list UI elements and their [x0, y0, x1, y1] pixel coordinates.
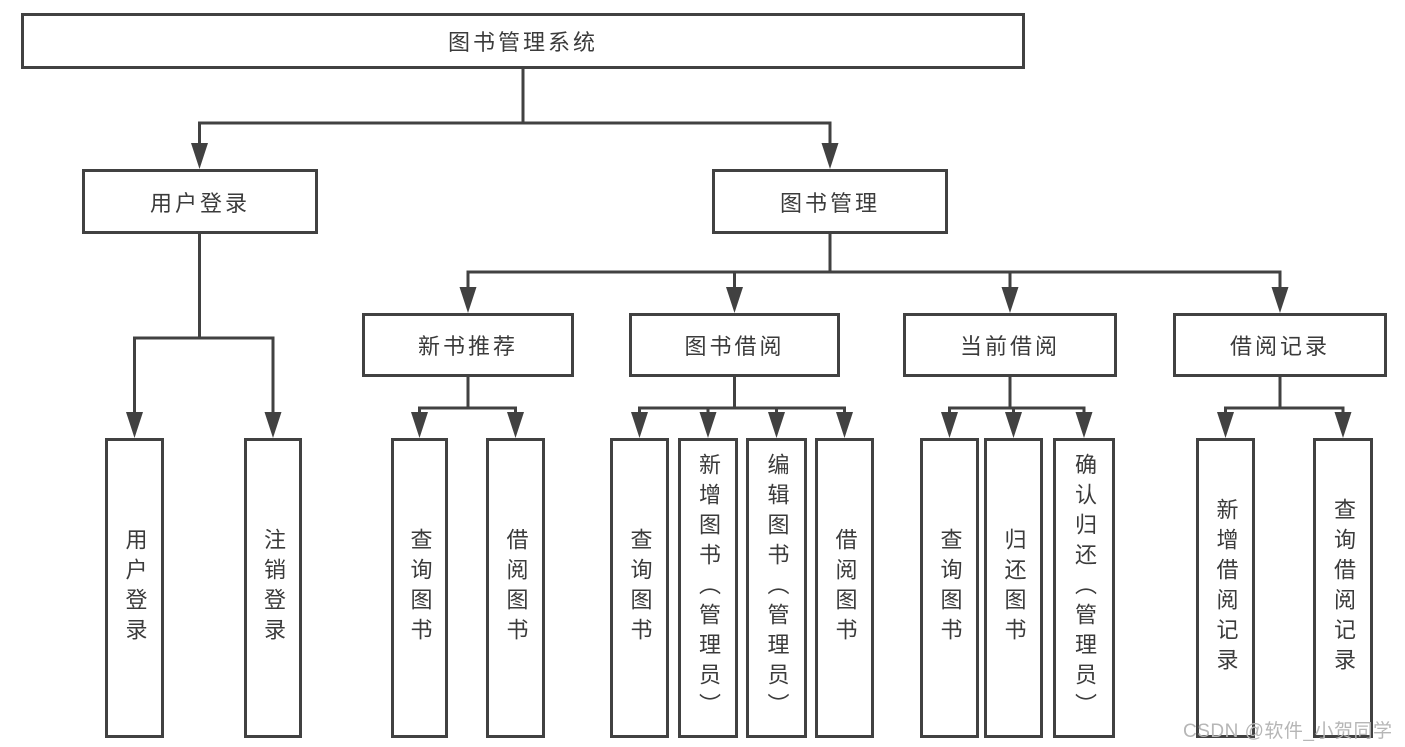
leaf-edit-book-admin-label: 编辑图书（管理员）	[764, 453, 790, 723]
leaf-confirm-return-admin-label: 确认归还（管理员）	[1072, 453, 1097, 723]
node-user-login: 用户登录	[82, 169, 318, 234]
node-new-book-recommend: 新书推荐	[362, 313, 574, 377]
leaf-logout: 注销登录	[244, 438, 302, 738]
leaf-add-book-admin: 新增图书（管理员）	[678, 438, 738, 738]
leaf-query-book-borrow: 查询图书	[610, 438, 669, 738]
csdn-watermark: CSDN @软件_小贺同学	[1183, 721, 1393, 742]
leaf-query-book-current: 查询图书	[920, 438, 979, 738]
leaf-add-book-admin-label: 新增图书（管理员）	[696, 453, 721, 723]
leaf-query-book-recommend: 查询图书	[391, 438, 448, 738]
leaf-add-borrow-record: 新增借阅记录	[1196, 438, 1255, 738]
leaf-borrow-book-recommend: 借阅图书	[486, 438, 545, 738]
leaf-return-book: 归还图书	[984, 438, 1043, 738]
node-book-borrow: 图书借阅	[629, 313, 840, 377]
leaf-edit-book-admin: 编辑图书（管理员）	[746, 438, 807, 738]
connector-line	[418, 376, 1345, 414]
node-borrow-records: 借阅记录	[1173, 313, 1387, 377]
leaf-borrow-book-recommend-label: 借阅图书	[503, 528, 529, 648]
leaf-query-book-borrow-label: 查询图书	[627, 528, 653, 648]
node-library-management-system: 图书管理系统	[21, 13, 1025, 69]
leaf-query-borrow-record-label: 查询借阅记录	[1331, 498, 1356, 678]
leaf-query-book-recommend-label: 查询图书	[407, 528, 433, 648]
leaf-borrow-book-label: 借阅图书	[832, 528, 858, 648]
leaf-logout-label: 注销登录	[261, 528, 286, 648]
leaf-borrow-book: 借阅图书	[815, 438, 874, 738]
arrowheads	[126, 143, 1352, 438]
connector-line	[133, 233, 275, 414]
leaf-user-login: 用户登录	[105, 438, 164, 738]
leaf-return-book-label: 归还图书	[1001, 528, 1027, 648]
leaf-user-login-label: 用户登录	[122, 528, 148, 648]
leaf-add-borrow-record-label: 新增借阅记录	[1213, 498, 1239, 678]
connector-line	[198, 68, 832, 145]
leaf-query-borrow-record: 查询借阅记录	[1313, 438, 1373, 738]
node-current-borrow: 当前借阅	[903, 313, 1117, 377]
leaf-confirm-return-admin: 确认归还（管理员）	[1053, 438, 1115, 738]
connector-line	[466, 233, 1282, 289]
leaf-query-book-current-label: 查询图书	[937, 528, 963, 648]
node-book-management: 图书管理	[712, 169, 948, 234]
